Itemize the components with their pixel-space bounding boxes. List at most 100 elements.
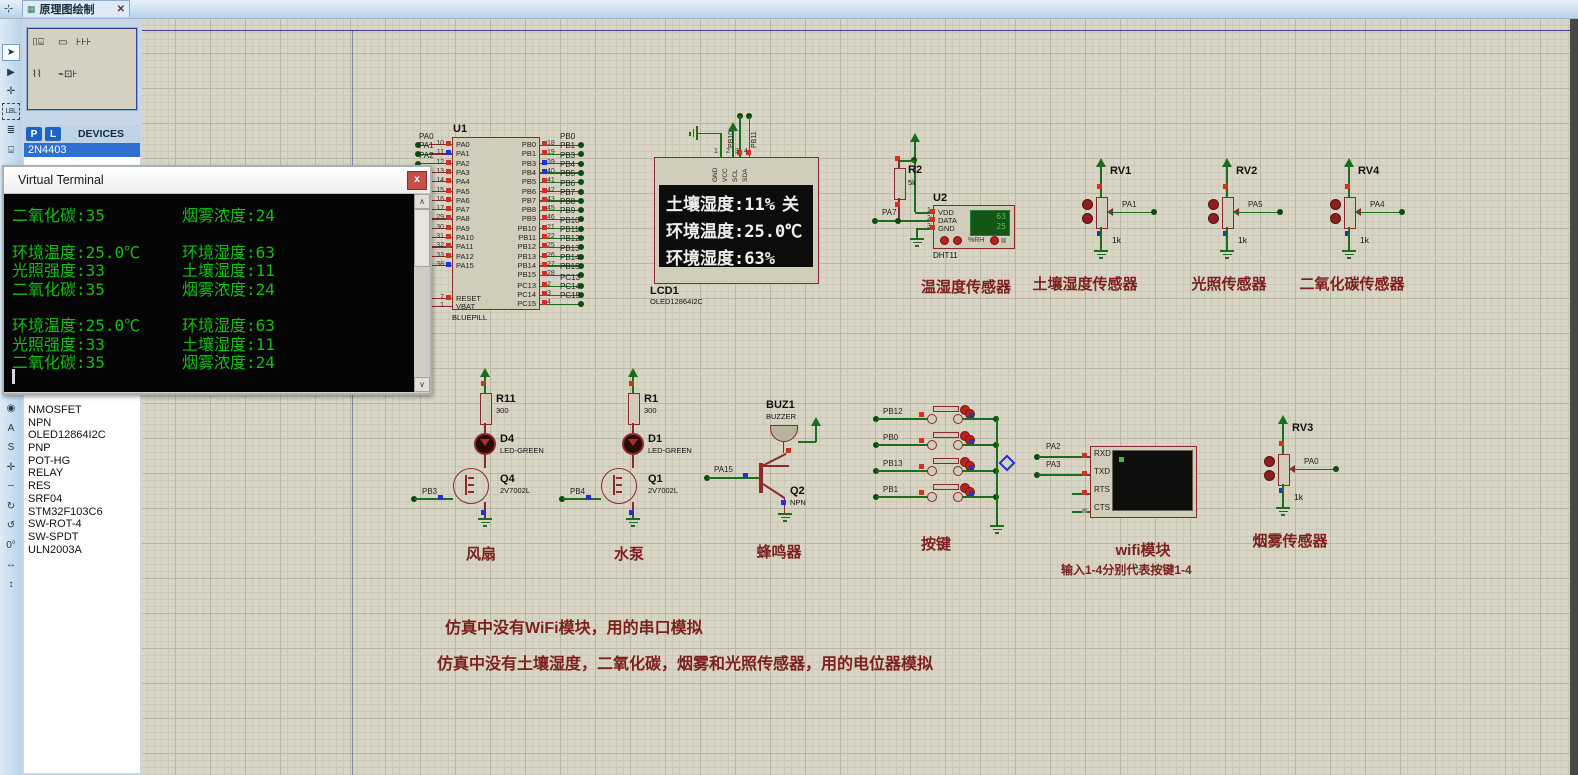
pot-decrease-button[interactable] [1208,213,1219,224]
junction-dot [578,160,584,167]
junction-dot [578,253,584,260]
buzzer-ref: BUZ1 [766,399,795,411]
pin-stub [429,227,452,229]
junction-dot-icon[interactable]: ✛ [6,86,16,97]
rotate-anticlockwise-icon[interactable]: ↺ [6,520,16,531]
net-label: PA0 [1304,457,1319,466]
wire-label-icon[interactable]: LBL [2,102,20,120]
mcu-u1-body[interactable] [452,137,540,310]
wire [962,496,998,498]
tab-close-icon[interactable]: ✕ [116,3,125,15]
driver-mosfet[interactable] [601,468,637,504]
module-label: wifi模块 [1115,542,1171,559]
device-item[interactable]: STM32F103C6 [28,505,103,518]
scrollbar-thumb[interactable] [414,209,430,267]
device-item[interactable]: RELAY [28,467,64,480]
device-item[interactable]: SW-ROT-4 [28,518,82,531]
push-button[interactable] [933,432,959,438]
device-item[interactable]: SW-SPDT [28,530,79,543]
terminal-scrollbar[interactable]: ∧ ∨ [414,194,430,392]
mirror-vertical-icon[interactable]: ↕ [8,578,14,590]
push-button[interactable] [933,406,959,412]
pin-marker [446,261,451,267]
close-button[interactable]: x [407,171,427,190]
mcu-pin-label: PB8 [521,205,536,215]
net-label: PA1 [1122,200,1137,209]
pot-increase-button[interactable] [1082,199,1093,210]
pullup-resistor[interactable] [894,168,906,200]
schematic-grid[interactable] [0,18,1578,775]
2d-path-icon[interactable]: ┄ [7,481,15,492]
device-item[interactable]: POT-HG [28,454,71,467]
2d-marker-icon[interactable]: ✛ [6,461,16,473]
device-item[interactable]: NMOSFET [28,404,82,416]
net-label: PB14 [560,252,580,262]
2d-symbol-icon[interactable]: S [7,442,15,453]
push-button[interactable] [933,458,959,464]
devices-panel: ⌷⌸ ▭ ⊦⊦⊦ ⌇⌇ ⌁⊡⊦ P L DEVICES 2N4403 NMOSF… [22,18,142,775]
buzzer-dome[interactable] [770,425,798,442]
rotation-angle-display[interactable]: 0° [6,539,16,551]
pot-increase-button[interactable] [1330,199,1341,210]
pot-increase-button[interactable] [1264,456,1275,467]
pot-decrease-button[interactable] [1264,470,1275,481]
driver-mosfet[interactable] [453,468,489,504]
net-label: PA2 [1046,442,1061,451]
2d-text-icon[interactable]: A [7,422,15,434]
driver-resistor[interactable] [480,393,492,425]
pot-decrease-button[interactable] [1330,213,1341,224]
pot-decrease-button[interactable] [1082,213,1093,224]
selection-mode-icon[interactable]: ➤ [2,44,20,61]
device-item[interactable]: ULN2003A [28,543,82,556]
device-item[interactable]: NPN [28,416,52,429]
driver-resistor[interactable] [628,393,640,425]
device-item-selected[interactable]: 2N4403 [24,143,140,157]
push-button[interactable] [933,484,959,490]
scroll-up-icon[interactable]: ∧ [414,194,430,209]
component-mode-icon[interactable]: ▶ [7,66,15,78]
virtual-instruments-icon[interactable]: ◉ [6,403,16,414]
pin-marker [446,234,451,239]
pin-number: 39 [547,158,555,166]
net-label: PC14 [560,282,581,291]
wire [540,172,581,174]
tab-schematic-capture[interactable]: ▦ 原理图绘制 ✕ [22,0,130,17]
mirror-horizontal-icon[interactable]: ↔ [6,559,16,570]
pick-devices-button[interactable]: P [26,127,42,141]
scroll-down-icon[interactable]: ∨ [414,377,430,392]
device-item[interactable]: RES [28,480,51,493]
buses-icon[interactable]: ⌸ [8,144,14,156]
device-item[interactable]: OLED12864I2C [28,429,106,442]
pin-number: 45 [547,205,555,213]
pot-increase-button[interactable] [1208,199,1219,210]
pin-number: 43 [547,195,555,203]
text-script-icon[interactable]: ≣ [6,125,16,136]
rotate-clockwise-icon[interactable]: ↻ [6,500,16,512]
library-button[interactable]: L [45,127,61,141]
pin-marker [446,159,451,165]
pin-stub [429,306,452,308]
junction-dot [578,169,584,176]
power-arrow-icon [480,368,490,377]
pot-ref: RV2 [1236,165,1258,177]
device-item[interactable]: PNP [28,442,51,455]
pin-marker [1001,238,1006,243]
wire [540,265,581,267]
junction-dot [873,468,879,474]
device-item[interactable]: SRF04 [28,492,63,505]
virtual-terminal-titlebar[interactable]: Virtual Terminal x [4,167,430,194]
pin-stub [468,491,474,493]
